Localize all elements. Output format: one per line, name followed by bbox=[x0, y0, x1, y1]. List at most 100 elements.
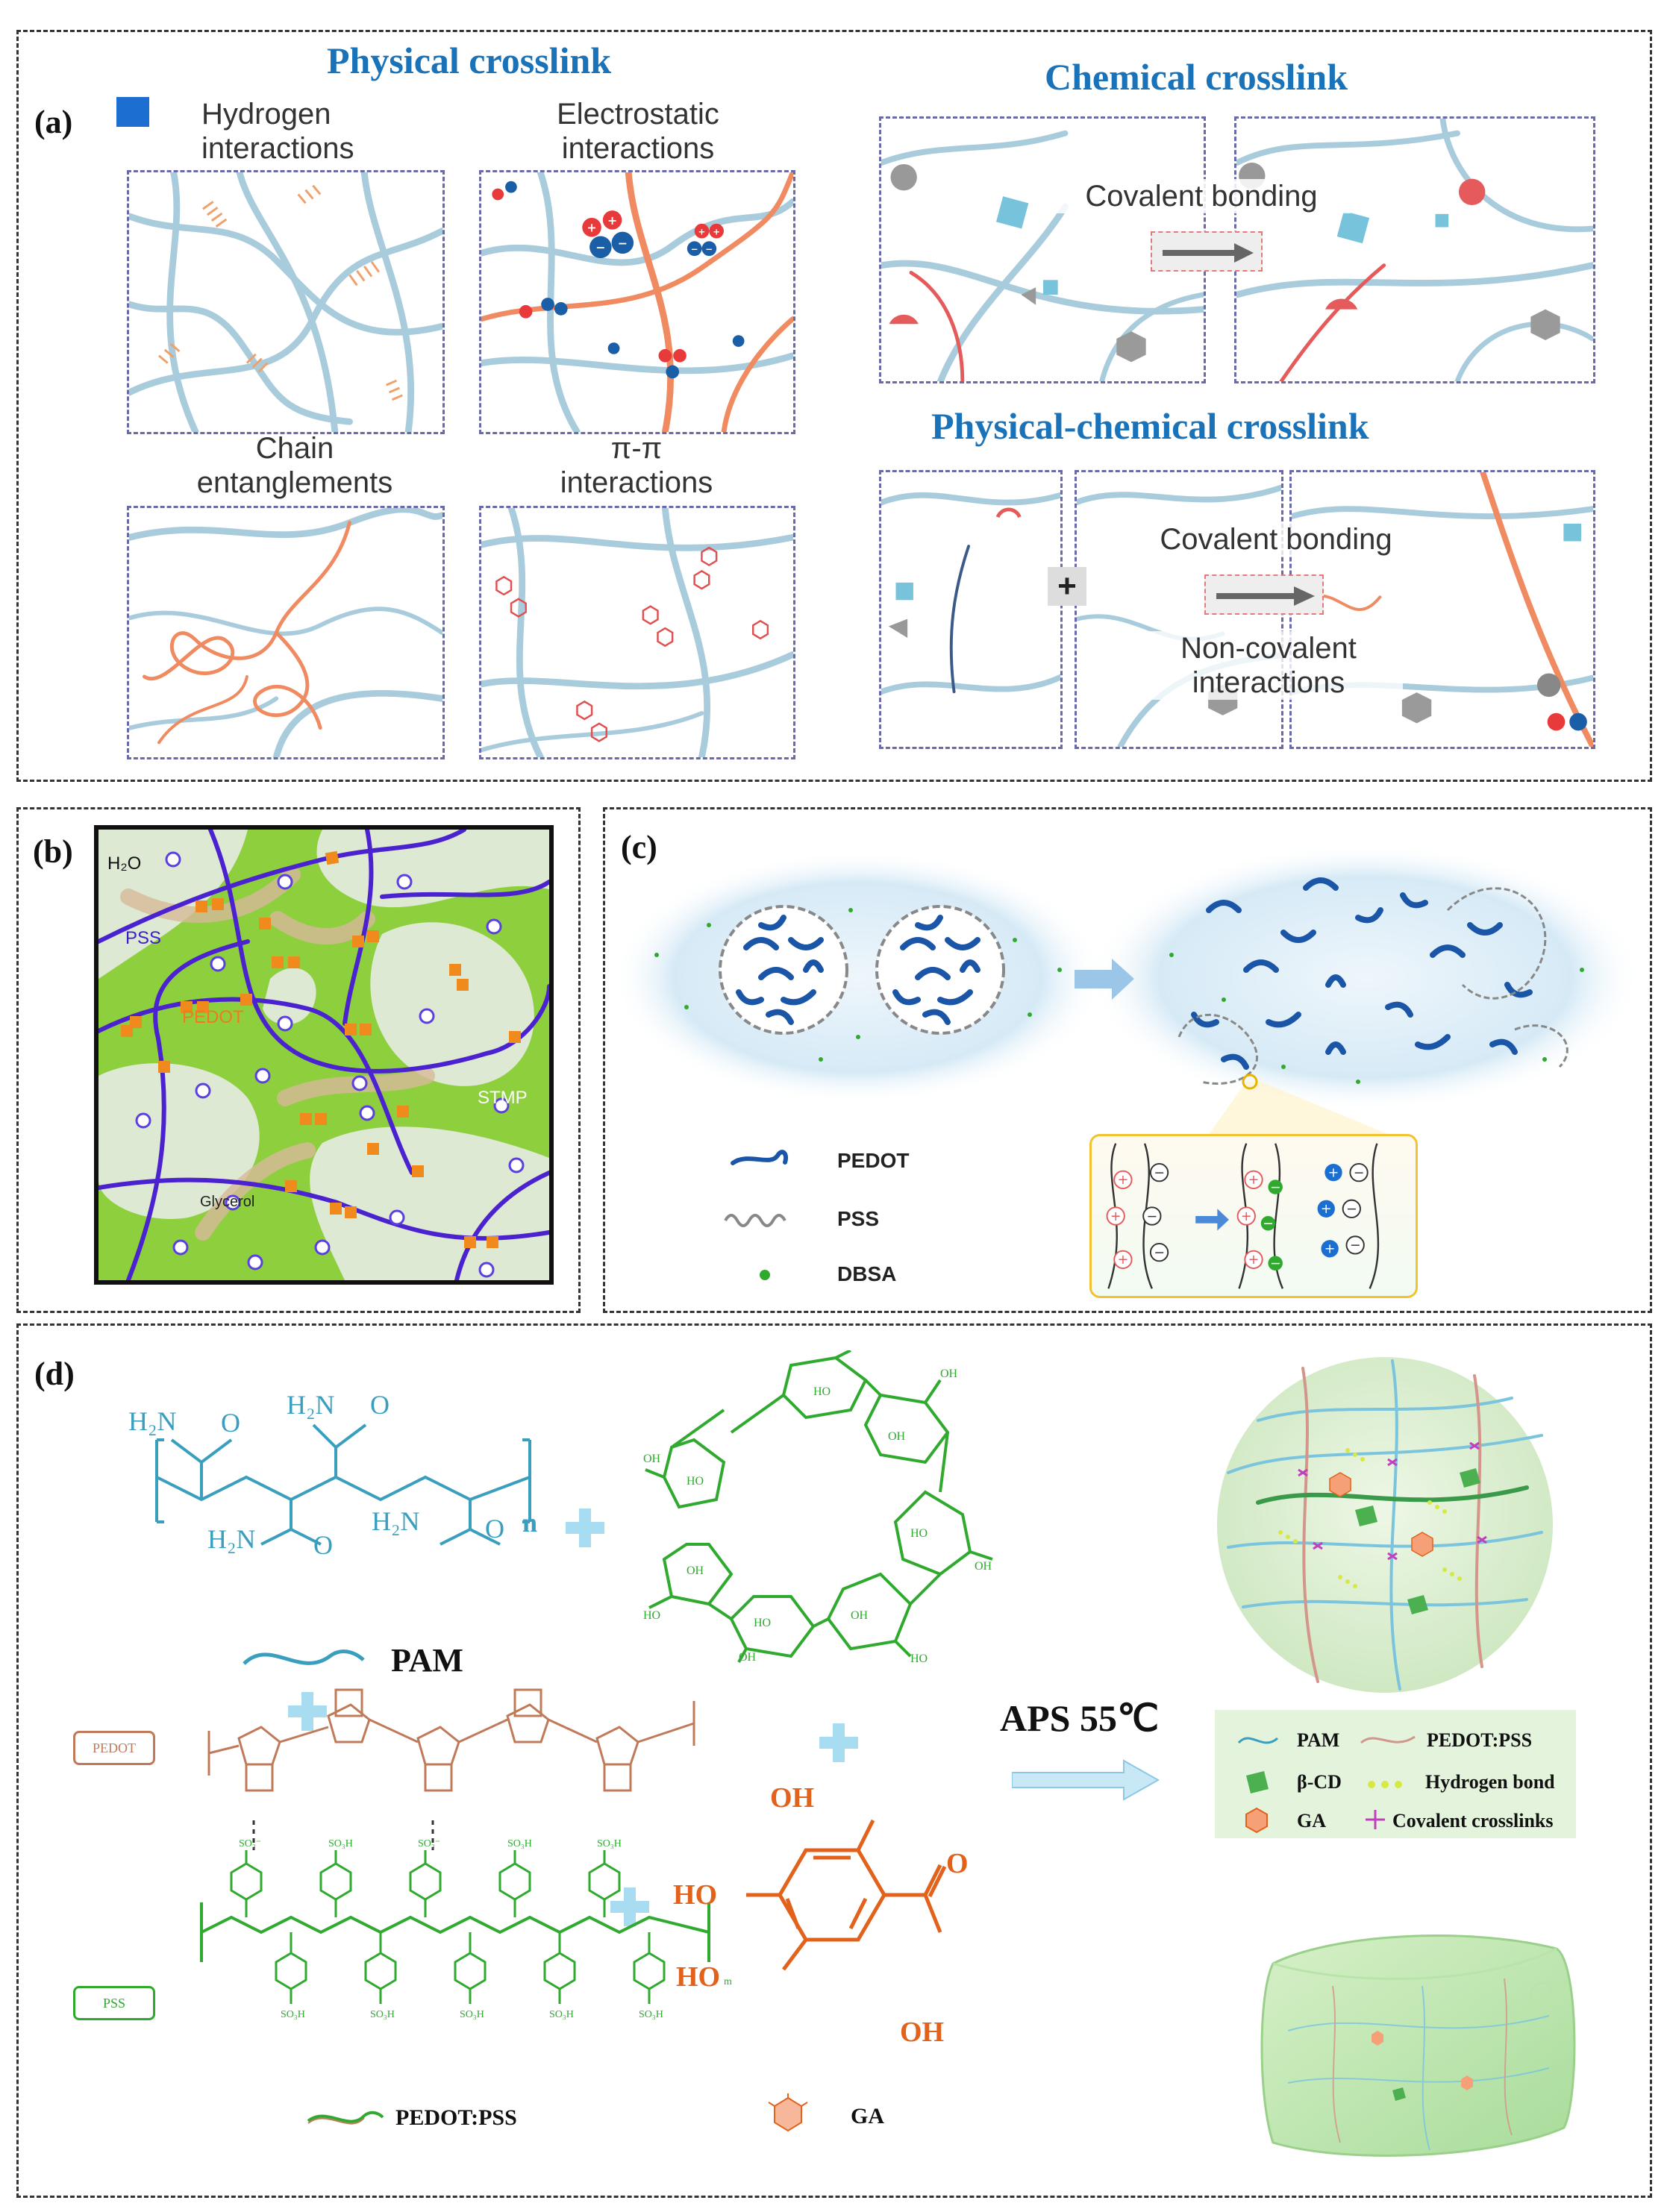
svg-text:OH: OH bbox=[851, 1609, 869, 1622]
panel-a-label: (a) bbox=[34, 104, 73, 140]
chemical-crosslink-title: Chemical crosslink bbox=[1045, 56, 1348, 98]
reaction-conditions-label: APS 55℃ bbox=[1000, 1697, 1160, 1739]
ga-ho-bot: HO bbox=[676, 1961, 721, 1993]
svg-text:−: − bbox=[595, 240, 605, 254]
svg-text:OH: OH bbox=[686, 1564, 704, 1577]
pam-h2n-4: H₂N bbox=[372, 1506, 420, 1536]
svg-text:+: + bbox=[1248, 1173, 1260, 1188]
panel-b-diagram bbox=[94, 825, 554, 1285]
gallic-acid-structure bbox=[709, 1805, 978, 2044]
non-covalent-interactions-label: Non-covalent interactions bbox=[1134, 631, 1403, 700]
legend-pam-label: PAM bbox=[1297, 1729, 1340, 1751]
pam-o-1: O bbox=[221, 1408, 240, 1438]
svg-text:+: + bbox=[1118, 1173, 1129, 1188]
hydrogel-block bbox=[1243, 1919, 1586, 2165]
svg-text:+: + bbox=[1321, 1202, 1332, 1217]
svg-text:SO₃H: SO₃H bbox=[460, 2009, 484, 2020]
svg-text:HO: HO bbox=[643, 1609, 660, 1622]
panel-b-label: (b) bbox=[33, 833, 73, 870]
panel-c-label: (c) bbox=[621, 829, 657, 865]
ga-label: GA bbox=[851, 2104, 884, 2128]
covalent-bonding-label-1: Covalent bonding bbox=[1052, 179, 1351, 213]
svg-text:HO: HO bbox=[686, 1475, 704, 1488]
panel-d bbox=[16, 1323, 1652, 2198]
pedot-box: PEDOT bbox=[73, 1731, 155, 1765]
svg-text:−: − bbox=[691, 244, 698, 254]
svg-text:SO₃⁻: SO₃⁻ bbox=[418, 1838, 440, 1849]
covalent-bonding-arrow-2 bbox=[1204, 574, 1324, 615]
pam-wave-icon bbox=[240, 1641, 367, 1679]
pi-pi-interactions-box bbox=[479, 506, 795, 759]
pedot-label: PEDOT bbox=[182, 1007, 244, 1027]
svg-text:−: − bbox=[1354, 1165, 1365, 1180]
pam-o-3: O bbox=[313, 1530, 333, 1560]
plus-sign: + bbox=[1048, 567, 1086, 606]
network-legend-box bbox=[1215, 1710, 1576, 1838]
svg-text:−: − bbox=[1154, 1245, 1165, 1260]
legend-covalent-icon bbox=[1364, 1808, 1386, 1831]
pss-label: PSS bbox=[125, 928, 162, 948]
panel-a bbox=[16, 30, 1652, 782]
pam-o-4: O bbox=[485, 1514, 504, 1544]
legend-ga-icon bbox=[1242, 1805, 1272, 1835]
legend-pss-label: PSS bbox=[837, 1207, 880, 1230]
svg-text:−: − bbox=[1346, 1202, 1357, 1217]
svg-text:+: + bbox=[587, 221, 596, 235]
plus-icon-3 bbox=[819, 1723, 858, 1762]
svg-text:+: + bbox=[1328, 1165, 1339, 1180]
svg-text:SO₃H: SO₃H bbox=[639, 2009, 663, 2020]
svg-text:−: − bbox=[1146, 1209, 1157, 1224]
legend-bcd-icon bbox=[1242, 1770, 1272, 1795]
svg-text:−: − bbox=[1270, 1180, 1281, 1195]
legend-pedotpss-label: PEDOT:PSS bbox=[1427, 1729, 1533, 1751]
plus-icon-1 bbox=[566, 1508, 604, 1547]
pedotpss-label: PEDOT:PSS bbox=[395, 2105, 517, 2130]
svg-text:+: + bbox=[1118, 1253, 1129, 1268]
pam-h2n-3: H₂N bbox=[207, 1524, 256, 1554]
legend-dbsa-label: DBSA bbox=[837, 1262, 897, 1285]
svg-text:m: m bbox=[724, 1976, 732, 1987]
electrostatic-interactions-caption: Electrostatic interactions bbox=[557, 98, 719, 165]
pam-n-subscript: n bbox=[522, 1508, 538, 1538]
hydrogen-legend-square bbox=[116, 97, 149, 127]
svg-text:OH: OH bbox=[888, 1430, 906, 1443]
stmp-label: STMP bbox=[478, 1088, 528, 1108]
panel-c bbox=[603, 807, 1652, 1313]
covalent-bonding-arrow-1 bbox=[1151, 231, 1263, 272]
physchem-box-1 bbox=[879, 470, 1063, 749]
h2o-label: H₂O bbox=[107, 853, 142, 874]
pss-box-label: PSS bbox=[102, 1996, 126, 2011]
hydrogen-interactions-box bbox=[127, 170, 445, 434]
legend-pedot-label: PEDOT bbox=[837, 1149, 910, 1172]
svg-text:SO₃H: SO₃H bbox=[370, 2009, 395, 2020]
ga-hexagon-icon bbox=[767, 2093, 809, 2135]
panel-b bbox=[16, 807, 581, 1313]
svg-text:−: − bbox=[1350, 1238, 1361, 1253]
physical-chemical-crosslink-title: Physical-chemical crosslink bbox=[931, 405, 1369, 447]
svg-text:SO₃H: SO₃H bbox=[281, 2009, 305, 2020]
legend-pedotpss-icon bbox=[1358, 1729, 1418, 1752]
physchem-box-3 bbox=[1289, 470, 1595, 749]
ga-oh-top: OH bbox=[770, 1782, 815, 1814]
svg-text:−: − bbox=[1270, 1256, 1281, 1271]
legend-covalent-label: Covalent crosslinks bbox=[1392, 1810, 1554, 1832]
panel-c-diagram bbox=[612, 821, 1642, 1306]
svg-text:−: − bbox=[705, 244, 713, 254]
ion-exchange-zoom-box: + − + − + − + − + − + − + − + − + − bbox=[1089, 1134, 1418, 1298]
hydrogel-network-sphere bbox=[1213, 1353, 1557, 1696]
panel-d-label: (d) bbox=[34, 1356, 75, 1392]
svg-text:−: − bbox=[1263, 1217, 1274, 1232]
svg-text:SO₃H: SO₃H bbox=[597, 1838, 622, 1849]
svg-text:+: + bbox=[1110, 1209, 1122, 1224]
physical-crosslink-title: Physical crosslink bbox=[327, 40, 612, 81]
svg-text:+: + bbox=[1248, 1253, 1260, 1268]
chemical-after-box bbox=[1234, 116, 1595, 383]
legend-pam-icon bbox=[1236, 1729, 1280, 1752]
reaction-arrow bbox=[1011, 1758, 1161, 1802]
legend-bcd-label: β-CD bbox=[1297, 1771, 1342, 1793]
chain-entanglements-box bbox=[127, 506, 445, 759]
legend-pss-icon bbox=[718, 1204, 800, 1234]
legend-dbsa-dot bbox=[760, 1270, 770, 1280]
